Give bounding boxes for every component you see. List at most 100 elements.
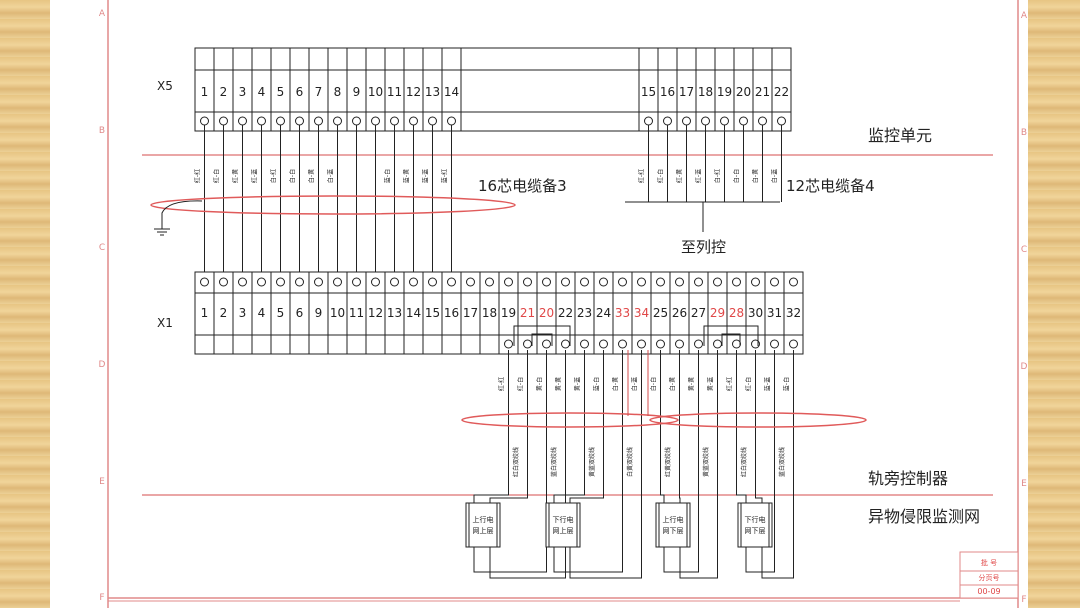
x1-screw-icon-bottom xyxy=(789,339,798,349)
cable3-wire-label: 蓝-黄 xyxy=(403,169,411,183)
x1-screw-icon-bottom xyxy=(542,339,551,349)
frame-row-letter-left: C xyxy=(99,243,105,253)
x5-terminal-number: 5 xyxy=(277,85,285,99)
x1-screw-icon-top xyxy=(219,277,228,287)
net-return-wire xyxy=(553,440,623,573)
x5-terminal-number: 1 xyxy=(201,85,209,99)
x5-screw-icon xyxy=(200,116,209,126)
cable4-wire-label: 红-白 xyxy=(657,169,665,183)
net-feed-wire xyxy=(473,440,509,503)
net-box-label-line1: 下行电 xyxy=(745,515,766,524)
x1-terminal-number: 19 xyxy=(501,306,516,320)
frame-row-letter-left: A xyxy=(99,9,106,19)
x1-screw-icon-bottom xyxy=(694,339,703,349)
net-feed-wire xyxy=(553,440,585,503)
x1-terminal-number: 24 xyxy=(596,306,611,320)
x5-screw-icon xyxy=(720,116,729,126)
x1-screw-icon-top xyxy=(371,277,380,287)
cable3-wires: 红-红红-白红-黄红-蓝白-红白-白白-黄白-蓝蓝-白蓝-黄蓝-蓝蓝-红 xyxy=(194,125,452,278)
x1-terminal-number: 22 xyxy=(558,306,573,320)
net-feed-wire xyxy=(489,440,528,503)
left-net-wire-label: 黄-黄 xyxy=(555,377,563,391)
cable3-label: 16芯电缆备3 xyxy=(478,177,567,195)
x5-screw-icon xyxy=(682,116,691,126)
net-box xyxy=(465,502,501,548)
x1-terminal-number: 2 xyxy=(220,306,228,320)
x5-screw-icon xyxy=(663,116,672,126)
x1-screw-icon-bottom xyxy=(770,339,779,349)
x5-label: X5 xyxy=(157,79,173,93)
net-return-wire xyxy=(569,440,642,579)
cable3-wire-label: 蓝-蓝 xyxy=(422,169,430,183)
x1-screw-icon-top xyxy=(390,277,399,287)
x5-screw-icon xyxy=(758,116,767,126)
x1-terminal-number: 26 xyxy=(672,306,687,320)
net-box-label-line1: 下行电 xyxy=(553,515,574,524)
cable4-wire-label: 红-红 xyxy=(638,169,646,183)
left-net-wire-label: 黄-蓝 xyxy=(574,377,582,391)
x1-screw-icon-top xyxy=(637,277,646,287)
frame-row-letter-left: D xyxy=(99,360,106,370)
x5-terminal-number: 9 xyxy=(353,85,361,99)
right-pair-label: 红黄双绞线 xyxy=(664,447,672,477)
x1-screw-icon-top xyxy=(295,277,304,287)
x1-screw-icon-top xyxy=(580,277,589,287)
x1-screw-icon-top xyxy=(770,277,779,287)
x1-screw-icon-bottom xyxy=(523,339,532,349)
net-box-label-line2: 网下层 xyxy=(745,527,766,535)
x1-screw-icon-bottom xyxy=(637,339,646,349)
x1-screw-icon-top xyxy=(352,277,361,287)
x5-terminal-number: 11 xyxy=(387,85,402,99)
x5-terminal-number: 18 xyxy=(698,85,713,99)
right-bundle-ellipse xyxy=(649,412,867,428)
zone-label-trackside-controller: 轨旁控制器 xyxy=(868,469,948,488)
x5-screw-icon xyxy=(777,116,786,126)
x5-screw-icon xyxy=(314,116,323,126)
net-feed-wire xyxy=(679,440,681,503)
x1-screw-icon-top xyxy=(428,277,437,287)
x1-terminal-number: 14 xyxy=(406,306,421,320)
x1-terminal-number: 25 xyxy=(653,306,668,320)
x1-screw-icon-top xyxy=(523,277,532,287)
net-feed-wire xyxy=(755,440,763,503)
right-net-wire-label: 黄-黄 xyxy=(688,377,696,391)
x1-terminal-number: 20 xyxy=(539,306,554,320)
cable4-label: 12芯电缆备4 xyxy=(786,177,875,195)
left-net-wire-label: 红-红 xyxy=(498,377,506,391)
net-wiring: 红-红红-白黄-白黄-黄黄-蓝蓝-白白-黄白-蓝红白双绞线蓝白双绞线黄蓝双绞线白… xyxy=(498,350,794,477)
cable4-wire-label: 白-黄 xyxy=(752,169,760,183)
x1-terminal-number: 34 xyxy=(634,306,649,320)
x1-screw-icon-top xyxy=(675,277,684,287)
cable4-wire-label: 红-蓝 xyxy=(695,169,703,183)
x5-terminal-number: 20 xyxy=(736,85,751,99)
x1-screw-icon-top xyxy=(409,277,418,287)
left-pair-label: 黄蓝双绞线 xyxy=(588,447,596,477)
x5-terminal-number: 7 xyxy=(315,85,323,99)
net-return-wire xyxy=(761,440,794,579)
cable3-wire-label: 白-蓝 xyxy=(327,169,335,183)
net-return-wire xyxy=(679,440,718,579)
left-net-wire-label: 红-白 xyxy=(517,377,525,391)
net-box xyxy=(737,502,773,548)
zone-label-intrusion-net: 异物侵限监测网 xyxy=(868,507,980,526)
x1-terminal-number: 16 xyxy=(444,306,459,320)
zone-label-monitor-unit: 监控单元 xyxy=(868,126,932,145)
x1-terminal-number: 23 xyxy=(577,306,592,320)
x1-terminal-number: 29 xyxy=(710,306,725,320)
x5-terminal-number: 13 xyxy=(425,85,440,99)
right-net-wire-label: 白-黄 xyxy=(669,377,677,391)
frame-row-letter-right: A xyxy=(1021,11,1028,21)
frame-row-letter-right: B xyxy=(1021,128,1027,138)
x1-screw-icon-top xyxy=(314,277,323,287)
cable3-wire-label: 白-黄 xyxy=(308,169,316,183)
net-box-label-line2: 网下层 xyxy=(663,527,684,535)
x5-screw-icon xyxy=(238,116,247,126)
cable3-wire-label: 红-红 xyxy=(194,169,202,183)
x1-screw-icon-top xyxy=(694,277,703,287)
x1-terminal-number: 30 xyxy=(748,306,763,320)
x5-screw-icon xyxy=(644,116,653,126)
x1-terminal-number: 12 xyxy=(368,306,383,320)
